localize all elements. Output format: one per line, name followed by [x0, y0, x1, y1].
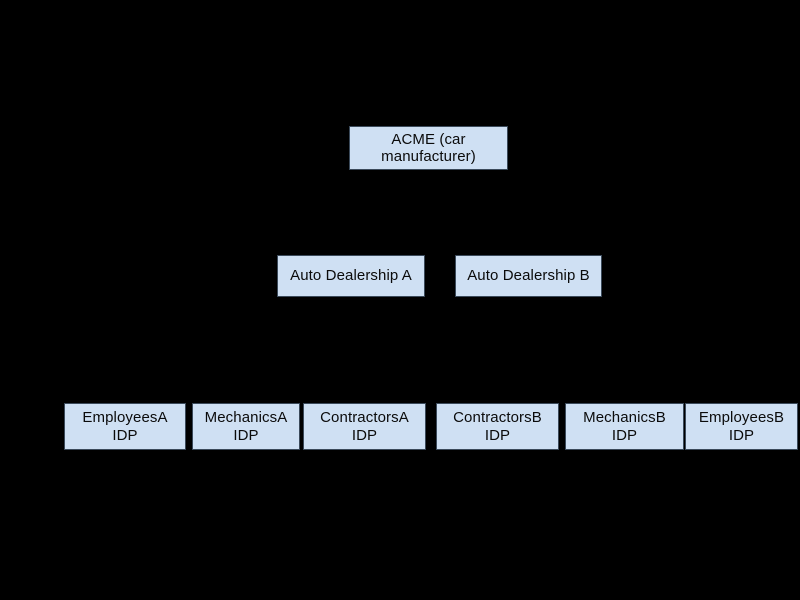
- node-dealership-a[interactable]: Auto Dealership A: [277, 255, 425, 297]
- node-employeesa-idp[interactable]: EmployeesA IDP: [64, 403, 186, 450]
- node-label-mechanicsb-idp: MechanicsB IDP: [583, 409, 666, 444]
- node-mechanicsa-idp[interactable]: MechanicsA IDP: [192, 403, 300, 450]
- node-contractorsa-idp[interactable]: ContractorsA IDP: [303, 403, 426, 450]
- node-label-contractorsb-idp: ContractorsB IDP: [453, 409, 542, 444]
- edge-acme-to-dealership-b: [427, 170, 529, 255]
- node-label-dealership-b: Auto Dealership B: [467, 267, 590, 285]
- node-label-employeesa-idp: EmployeesA IDP: [82, 409, 168, 444]
- node-contractorsb-idp[interactable]: ContractorsB IDP: [436, 403, 559, 450]
- node-mechanicsb-idp[interactable]: MechanicsB IDP: [565, 403, 684, 450]
- edge-dealership-a-to-mechanicsa: [245, 297, 352, 403]
- node-dealership-b[interactable]: Auto Dealership B: [455, 255, 602, 297]
- node-label-dealership-a: Auto Dealership A: [290, 267, 412, 285]
- edge-dealership-b-to-mechanicsb: [527, 297, 625, 403]
- edge-dealership-b-to-employeesb: [527, 297, 742, 403]
- node-acme[interactable]: ACME (car manufacturer): [349, 126, 508, 170]
- edge-dealership-a-to-contractorsa: [350, 297, 365, 403]
- node-label-mechanicsa-idp: MechanicsA IDP: [204, 409, 288, 444]
- node-employeesb-idp[interactable]: EmployeesB IDP: [685, 403, 798, 450]
- node-label-employeesb-idp: EmployeesB IDP: [698, 409, 785, 444]
- edge-dealership-a-to-employeesa: [124, 297, 352, 403]
- node-label-contractorsa-idp: ContractorsA IDP: [320, 409, 409, 444]
- edge-dealership-b-to-contractorsb: [496, 297, 529, 403]
- node-label-acme: ACME (car manufacturer): [381, 130, 476, 165]
- edge-acme-to-dealership-a: [350, 170, 429, 255]
